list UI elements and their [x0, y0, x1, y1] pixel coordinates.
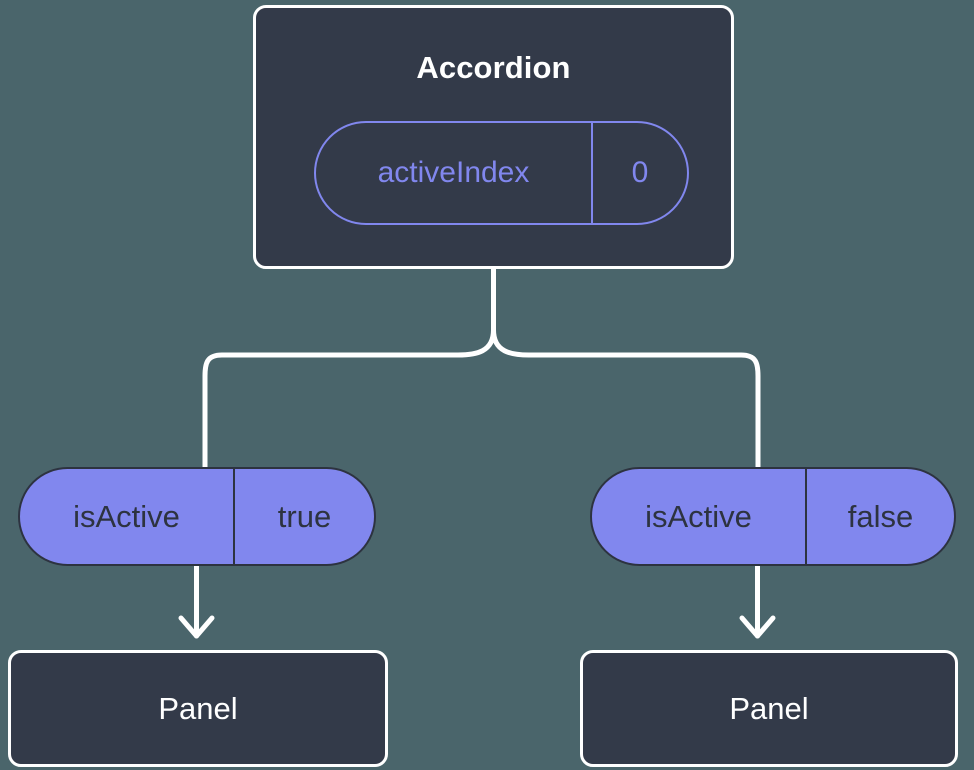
left-prop-key: isActive [20, 469, 235, 564]
arrow-head-left [178, 615, 215, 639]
left-panel-node[interactable]: Panel [8, 650, 388, 767]
left-panel-label: Panel [158, 690, 238, 726]
left-prop-pill[interactable]: isActive true [18, 467, 376, 566]
accordion-state-value: 0 [631, 156, 649, 189]
right-panel-label: Panel [729, 690, 809, 726]
arrow-head-right [739, 615, 776, 639]
branch-line-right [491, 327, 761, 470]
left-prop-value: true [277, 498, 332, 534]
accordion-state-key: activeIndex [316, 123, 593, 223]
right-prop-value: false [847, 498, 914, 534]
accordion-title: Accordion [416, 50, 571, 85]
right-prop-pill[interactable]: isActive false [590, 467, 956, 566]
right-panel-node[interactable]: Panel [580, 650, 958, 767]
accordion-component-node[interactable]: Accordion activeIndex 0 [253, 5, 734, 269]
accordion-state-pill[interactable]: activeIndex 0 [314, 121, 689, 225]
right-prop-key: isActive [592, 469, 807, 564]
branch-line-left [202, 327, 496, 470]
